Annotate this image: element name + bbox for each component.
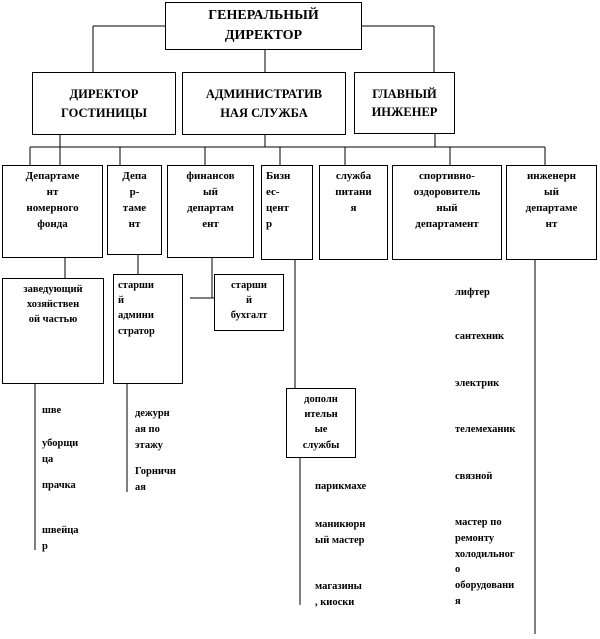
housekeeping-head-box: заведующий хозяйствен ой частью [2,278,104,384]
finance-department-box: финансов ый департам ент [167,165,254,258]
staff-item: мастер по ремонту холодильног о оборудов… [455,517,515,607]
department-label: Депа р- таме нт [122,170,147,230]
extra-services-box: дополн ительн ые службы [286,388,356,458]
staff-item: шве [42,405,62,416]
room-fund-department-box: Департаме нт номерного фонда [2,165,103,258]
hotel-director-title: ДИРЕКТОР ГОСТИНИЦЫ [60,87,148,120]
finance-department-label: финансов ый департам ент [186,170,235,230]
chief-engineer-title: ГЛАВНЫЙ ИНЖЕНЕР [371,86,438,119]
department-box: Депа р- таме нт [107,165,162,255]
staff-item: сантехник [455,331,505,342]
extra-services-label: дополн ительн ые службы [302,394,340,451]
engineering-department-label: инженерн ый департаме нт [525,170,578,230]
staff-item: телемеханик [455,424,516,435]
food-service-label: служба питани я [335,170,372,214]
senior-admin-box: старши й админи стратор [113,274,183,384]
staff-item: электрик [455,378,500,389]
senior-accountant-box: старши й бухгалт [214,274,284,331]
chief-engineer-box: ГЛАВНЫЙ ИНЖЕНЕР [354,72,455,134]
sport-health-department-box: спортивно- оздоровитель ный департамент [392,165,502,260]
admin-service-title: АДМИНИСТРАТИВ НАЯ СЛУЖБА [205,87,323,120]
senior-admin-label: старши й админи стратор [118,280,155,337]
staff-item: швейца р [42,525,79,552]
staff-item: маникюрн ый мастер [315,519,366,546]
room-fund-department-label: Департаме нт номерного фонда [25,170,80,230]
hotel-director-box: ДИРЕКТОР ГОСТИНИЦЫ [32,72,176,135]
housekeeping-head-label: заведующий хозяйствен ой частью [23,284,83,326]
staff-item: прачка [42,480,76,491]
staff-item: лифтер [455,287,490,298]
staff-item: Горничн ая [135,466,176,493]
admin-service-box: АДМИНИСТРАТИВ НАЯ СЛУЖБА [182,72,346,135]
staff-item: дежурн ая по этажу [135,408,170,451]
staff-item: уборщи ца [42,438,79,465]
engineering-department-box: инженерн ый департаме нт [506,165,597,260]
staff-item: парикмахе [315,481,367,492]
general-director-title: ГЕНЕРАЛЬНЫЙ ДИРЕКТОР [208,7,319,43]
business-center-label: Бизн ес- цент р [266,170,291,230]
food-service-box: служба питани я [319,165,388,260]
sport-health-department-label: спортивно- оздоровитель ный департамент [413,170,481,230]
staff-item: связной [455,471,493,482]
senior-accountant-label: старши й бухгалт [230,280,268,322]
general-director-box: ГЕНЕРАЛЬНЫЙ ДИРЕКТОР [165,2,362,50]
staff-item: магазины , киоски [315,581,362,608]
business-center-box: Бизн ес- цент р [261,165,313,260]
